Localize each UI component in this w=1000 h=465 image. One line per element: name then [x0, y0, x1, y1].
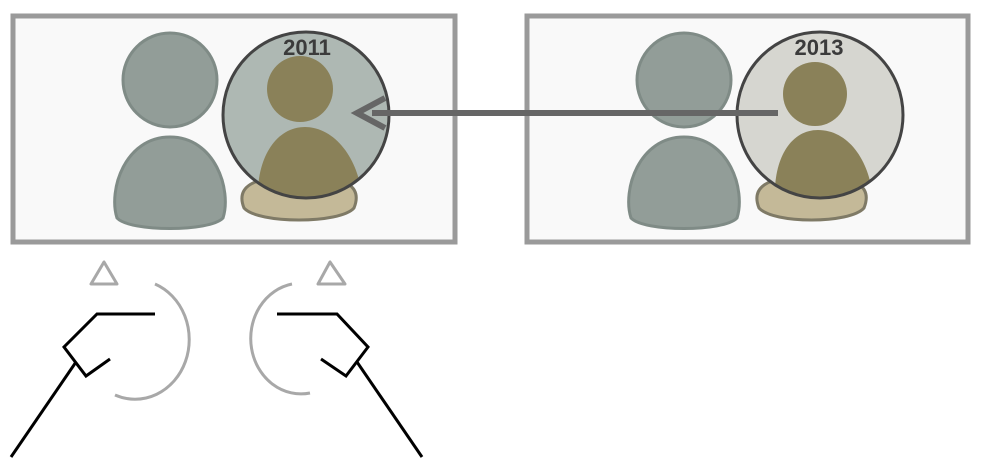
- camera-icon: [277, 312, 424, 458]
- rotation-arrow-icon: [249, 260, 347, 396]
- magnifier-lens-icon: [221, 30, 391, 200]
- panel-right: 2013: [524, 13, 971, 245]
- panel-left: 2011: [10, 13, 458, 245]
- year-label-right: 2013: [795, 35, 844, 60]
- arrow-right-to-left: [350, 95, 778, 131]
- person-icon: [627, 31, 741, 230]
- magnifier-lens-icon: [735, 30, 905, 200]
- year-label-left: 2011: [283, 35, 331, 60]
- rotation-arrow-icon: [89, 260, 191, 401]
- camera-icon: [9, 312, 155, 458]
- person-icon: [113, 31, 227, 230]
